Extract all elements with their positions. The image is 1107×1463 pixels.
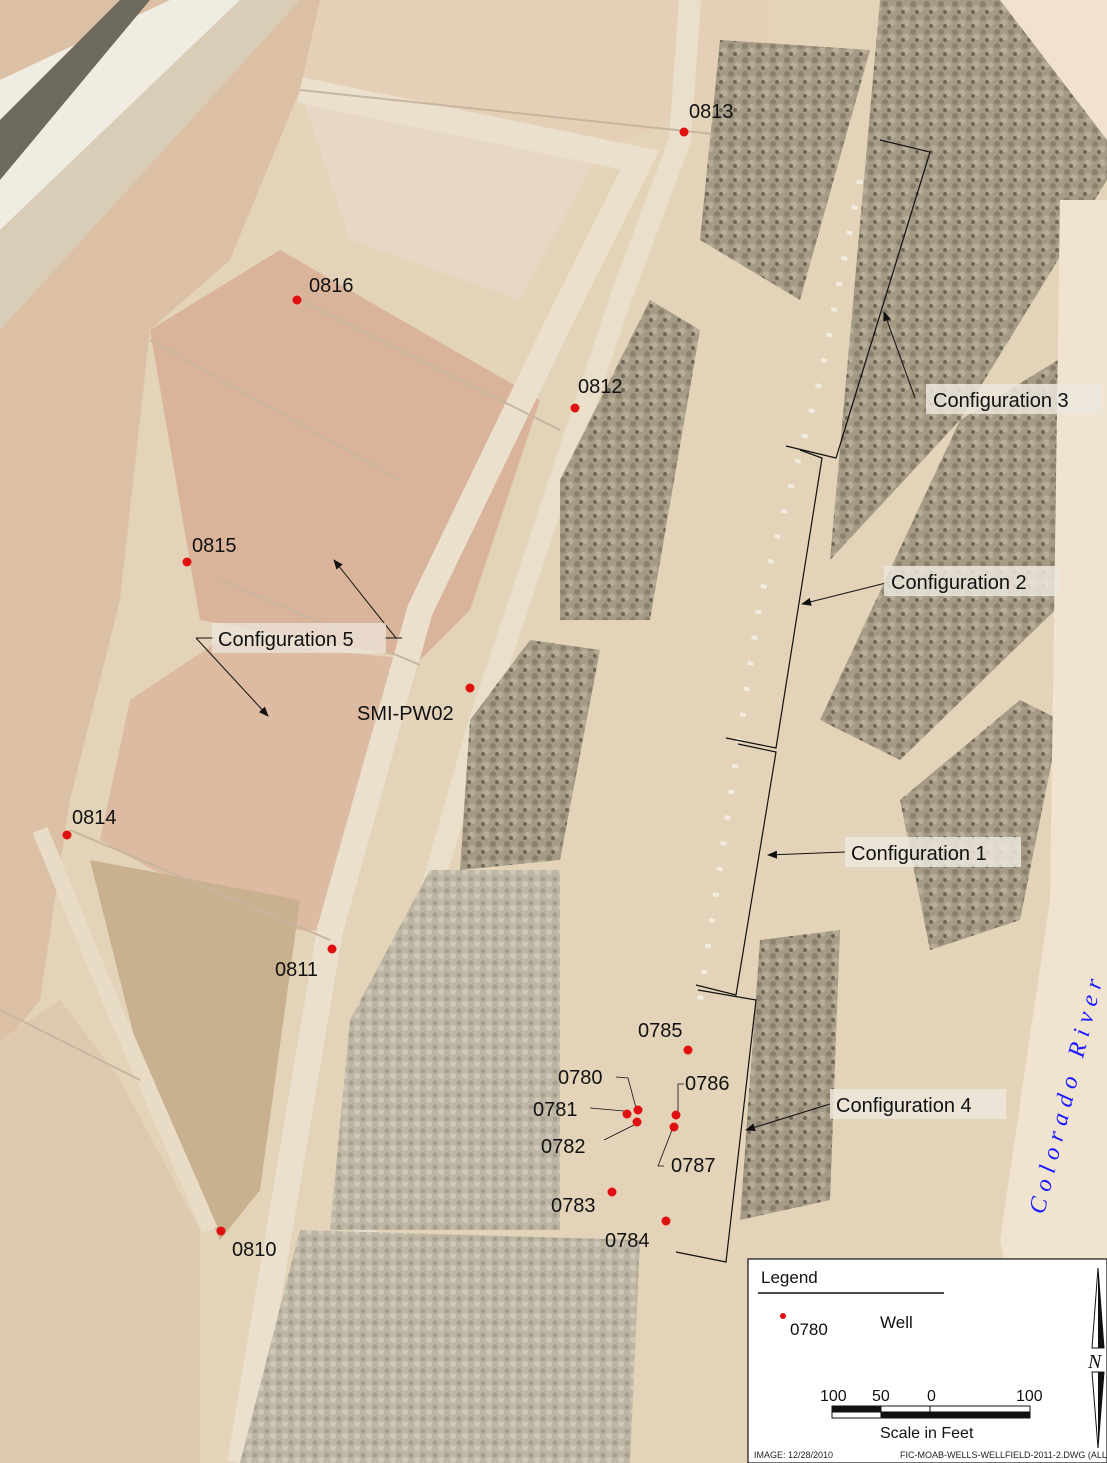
legend-title: Legend bbox=[761, 1268, 818, 1287]
well-0814[interactable]: 0814 bbox=[62, 807, 117, 840]
legend-sample-id: 0780 bbox=[790, 1320, 828, 1339]
well-0810[interactable]: 0810 bbox=[216, 1226, 277, 1262]
well-label: 0816 bbox=[309, 275, 354, 297]
well-label: 0781 bbox=[533, 1099, 578, 1121]
configuration-5-label: Configuration 5 bbox=[218, 629, 354, 651]
well-label: 0780 bbox=[558, 1067, 603, 1089]
well-0784[interactable]: 0784 bbox=[605, 1216, 671, 1253]
well-smi-pw02[interactable]: SMI-PW02 bbox=[357, 683, 475, 726]
well-label: 0782 bbox=[541, 1136, 586, 1158]
well-0780[interactable]: 0780 bbox=[558, 1067, 643, 1115]
drawing-name: FIC-MOAB-WELLS-WELLFIELD-2011-2.DWG (ALL… bbox=[900, 1450, 1107, 1460]
well-label: 0786 bbox=[685, 1073, 730, 1095]
well-0813[interactable]: 0813 bbox=[679, 101, 734, 137]
well-label: 0813 bbox=[689, 101, 734, 123]
well-label: 0783 bbox=[551, 1195, 596, 1217]
well-leaders bbox=[589, 1076, 684, 1167]
configuration-4-label: Configuration 4 bbox=[836, 1095, 972, 1117]
scale-label: Scale in Feet bbox=[880, 1425, 974, 1442]
well-0812[interactable]: 0812 bbox=[570, 376, 623, 413]
image-date: IMAGE: 12/28/2010 bbox=[754, 1450, 833, 1460]
well-0781[interactable]: 0781 bbox=[533, 1099, 632, 1121]
well-label: 0810 bbox=[232, 1239, 277, 1261]
wells: 0813 0816 0812 0815 SMI-PW02 0814 0811 0… bbox=[62, 101, 734, 1262]
well-label: 0814 bbox=[72, 807, 117, 829]
well-label: SMI-PW02 bbox=[357, 703, 454, 725]
configuration-2-label: Configuration 2 bbox=[891, 572, 1027, 594]
scale-tick-3: 0 bbox=[927, 1388, 936, 1405]
scale-tick-2: 50 bbox=[872, 1388, 890, 1405]
well-label: 0812 bbox=[578, 376, 623, 398]
scale-tick-1: 100 bbox=[820, 1388, 847, 1405]
legend-sample-desc: Well bbox=[880, 1313, 913, 1332]
well-0816[interactable]: 0816 bbox=[292, 275, 354, 305]
well-label: 0811 bbox=[275, 959, 318, 981]
legend: Legend 0780 Well 100 50 0 100 Scale in F… bbox=[747, 1258, 1107, 1463]
well-0786[interactable]: 0786 bbox=[671, 1073, 730, 1120]
well-label: 0785 bbox=[638, 1020, 683, 1042]
well-0787[interactable]: 0787 bbox=[669, 1122, 716, 1178]
well-label: 0787 bbox=[671, 1155, 716, 1177]
well-0785[interactable]: 0785 bbox=[638, 1020, 693, 1055]
scale-tick-4: 100 bbox=[1016, 1388, 1043, 1405]
well-0811[interactable]: 0811 bbox=[275, 944, 337, 982]
configuration-labels: Configuration 3 Configuration 2 Configur… bbox=[212, 384, 1102, 1119]
configuration-1-label: Configuration 1 bbox=[851, 843, 987, 865]
configuration-3-label: Configuration 3 bbox=[933, 390, 1069, 412]
configuration-brackets bbox=[675, 139, 931, 1263]
well-label: 0815 bbox=[192, 535, 237, 557]
scale-bar bbox=[831, 1405, 1031, 1419]
north-label: N bbox=[1087, 1351, 1103, 1373]
well-0783[interactable]: 0783 bbox=[551, 1187, 617, 1218]
well-0815[interactable]: 0815 bbox=[182, 535, 237, 567]
well-label: 0784 bbox=[605, 1230, 650, 1252]
north-arrow-icon: N bbox=[1087, 1267, 1105, 1449]
well-0782[interactable]: 0782 bbox=[541, 1117, 642, 1159]
